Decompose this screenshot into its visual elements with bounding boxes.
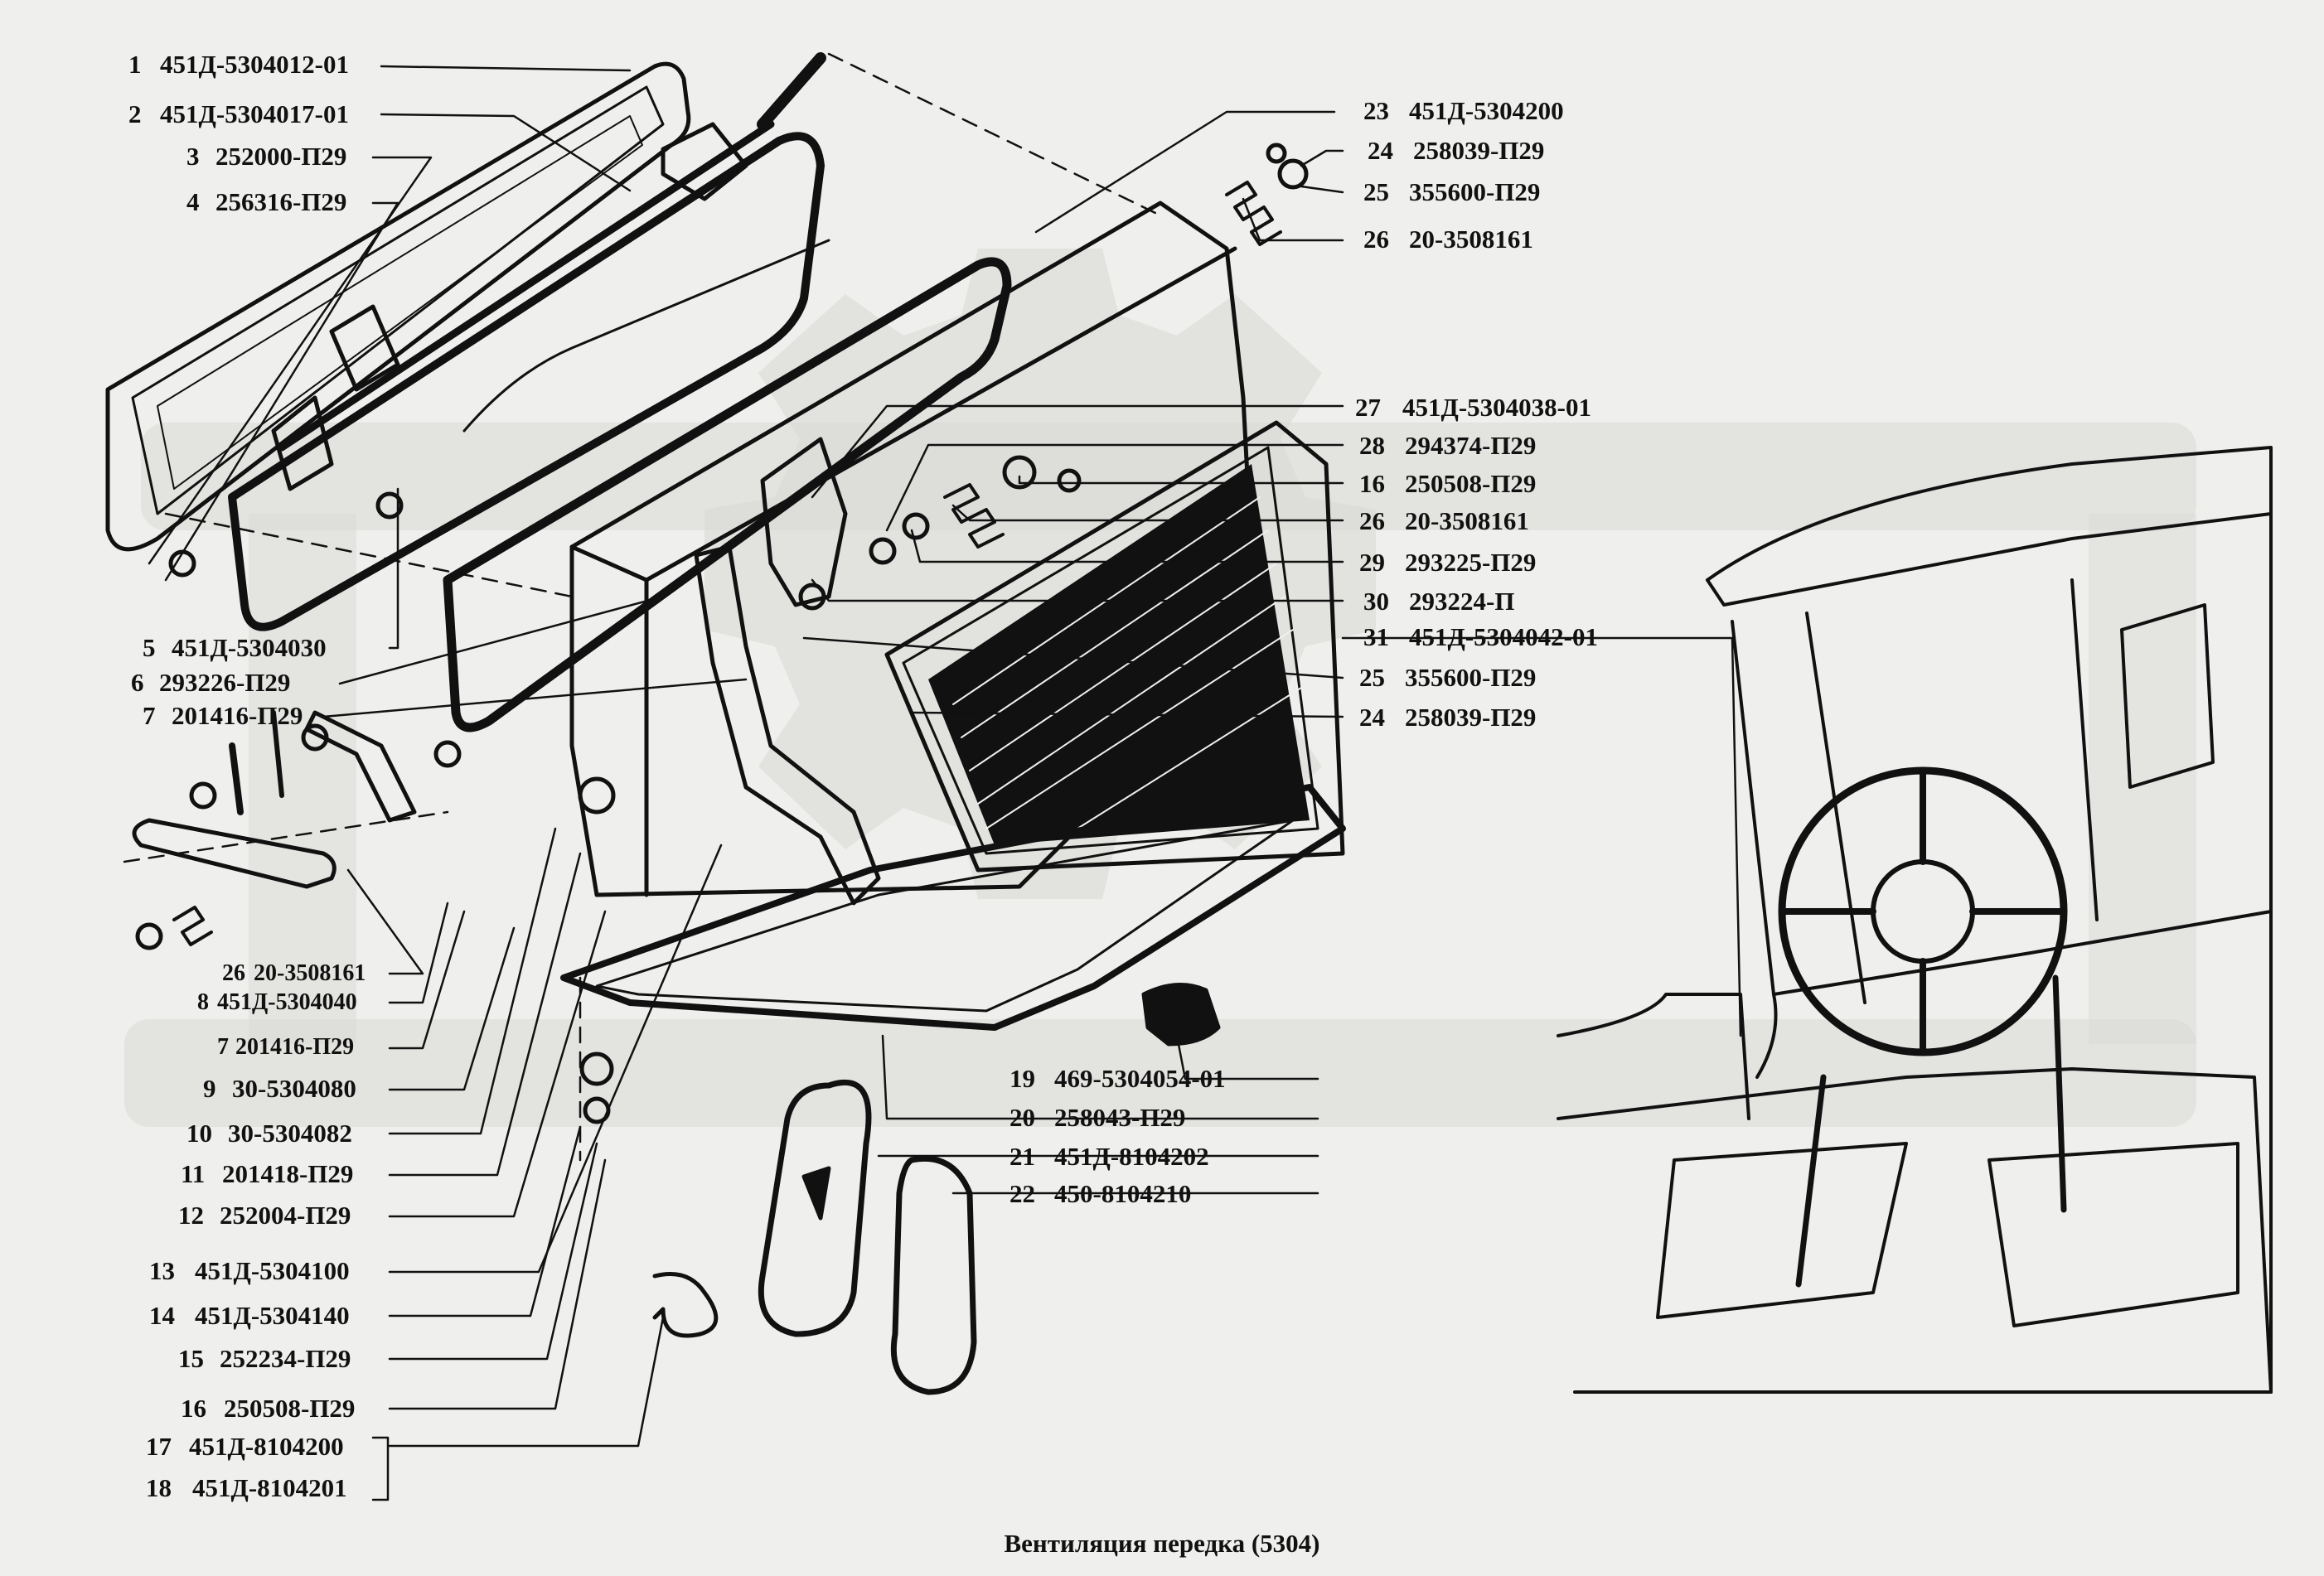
callout-code: 451Д-8104201: [192, 1473, 347, 1502]
callout-code: 293224-П: [1409, 587, 1515, 616]
callout-label: 11: [181, 1159, 206, 1188]
watermark-gear-logo: [124, 249, 2196, 1127]
callout-code: 20-3508161: [1405, 506, 1529, 535]
callout-code: 252234-П29: [220, 1344, 351, 1373]
callout-code: 258039-П29: [1405, 703, 1537, 732]
callout-code: 201416-П29: [172, 701, 303, 730]
callout-label: 26: [1363, 225, 1389, 254]
hinge-rod: [271, 52, 826, 491]
callout-label: 26: [222, 960, 245, 986]
callout-code: 451Д-5304140: [195, 1301, 350, 1330]
callout-code: 451Д-5304040: [217, 989, 357, 1015]
callout-label: 6: [131, 668, 144, 697]
vent-hatch-frame: [105, 61, 1012, 732]
callout-label: 31: [1363, 622, 1389, 651]
callout-code: 451Д-8104200: [189, 1432, 344, 1461]
callout-code: 451Д-5304017-01: [160, 99, 349, 128]
callout-label: 14: [149, 1301, 175, 1330]
callout-code: 30-5304082: [228, 1119, 352, 1148]
callout-code: 250508-П29: [224, 1394, 356, 1423]
callout-label: 25: [1359, 663, 1385, 692]
callout-label: 8: [197, 989, 209, 1015]
callout-label: 22: [1009, 1179, 1035, 1208]
callout-label: 29: [1359, 548, 1385, 577]
callout-label: 19: [1009, 1064, 1035, 1093]
callout-label: 30: [1363, 587, 1389, 616]
callout-code: 451Д-8104202: [1054, 1142, 1209, 1171]
callout-code: 355600-П29: [1405, 663, 1537, 692]
mount-plate: [760, 437, 848, 607]
bottom-gasket: [560, 784, 1346, 1031]
callout-label: 28: [1359, 431, 1385, 460]
callout-label: 17: [146, 1432, 172, 1461]
callout-code: 258043-П29: [1054, 1103, 1186, 1132]
cab-interior-sketch: [1557, 446, 2273, 1394]
vent-grille: [928, 464, 1310, 845]
callout-label: 16: [1359, 469, 1385, 498]
callout-label: 24: [1359, 703, 1385, 732]
callout-code: 450-8104210: [1054, 1179, 1192, 1208]
callout-code: 451Д-5304100: [195, 1256, 350, 1285]
callout-label: 18: [146, 1473, 172, 1502]
callout-label: 4: [186, 187, 200, 216]
callout-label: 5: [143, 633, 156, 662]
callout-code: 30-5304080: [232, 1074, 356, 1103]
callout-label: 23: [1363, 96, 1389, 125]
callout-label: 27: [1355, 393, 1381, 422]
callout-label: 16: [181, 1394, 206, 1423]
callout-label: 3: [186, 142, 200, 171]
callout-label: 21: [1009, 1142, 1035, 1171]
callout-label: 20: [1009, 1103, 1035, 1132]
callout-code: 250508-П29: [1405, 469, 1537, 498]
leader-lines: [148, 65, 748, 1501]
callout-code: 293225-П29: [1405, 548, 1537, 577]
callout-code: 256316-П29: [215, 187, 347, 216]
callout-code: 201416-П29: [235, 1034, 355, 1060]
callout-label: 12: [178, 1201, 204, 1230]
callout-label: 1: [128, 50, 142, 79]
callout-code: 201418-П29: [222, 1159, 354, 1188]
washers: [135, 143, 1309, 1124]
vent-housing: [569, 201, 1345, 897]
callout-label: 2: [128, 99, 142, 128]
callout-label: 24: [1368, 136, 1393, 165]
callout-label: 10: [186, 1119, 212, 1148]
callout-code: 293226-П29: [159, 668, 291, 697]
callout-label: 9: [203, 1074, 216, 1103]
callout-code: 258039-П29: [1413, 136, 1545, 165]
bracket-arm: [694, 544, 881, 906]
callout-label: 25: [1363, 177, 1389, 206]
callout-code: 20-3508161: [1409, 225, 1533, 254]
diagram-caption: Вентиляция передка (5304): [1004, 1529, 1320, 1558]
cord-seals: [652, 1079, 977, 1395]
rubber-cap: [1141, 983, 1221, 1047]
callout-label: 26: [1359, 506, 1385, 535]
callout-code: 469-5304054-01: [1054, 1064, 1226, 1093]
springs: [172, 181, 1282, 946]
callout-label: 7: [143, 701, 156, 730]
leader-lines-right: [802, 110, 1742, 1195]
callout-code: 451Д-5304200: [1409, 96, 1564, 125]
callout-code: 252004-П29: [220, 1201, 351, 1230]
assembly-dashes: [123, 52, 1162, 1162]
callout-label: 7: [217, 1034, 229, 1060]
callout-code: 355600-П29: [1409, 177, 1541, 206]
callout-code: 451Д-5304038-01: [1402, 393, 1591, 422]
callout-code: 20-3508161: [254, 960, 366, 986]
callout-code: 451Д-5304012-01: [160, 50, 349, 79]
callout-code: 451Д-5304042-01: [1409, 622, 1598, 651]
callout-label: 13: [149, 1256, 175, 1285]
callout-label: 15: [178, 1344, 204, 1373]
callout-code: 451Д-5304030: [172, 633, 327, 662]
callout-code: 294374-П29: [1405, 431, 1537, 460]
callout-code: 252000-П29: [215, 142, 347, 171]
